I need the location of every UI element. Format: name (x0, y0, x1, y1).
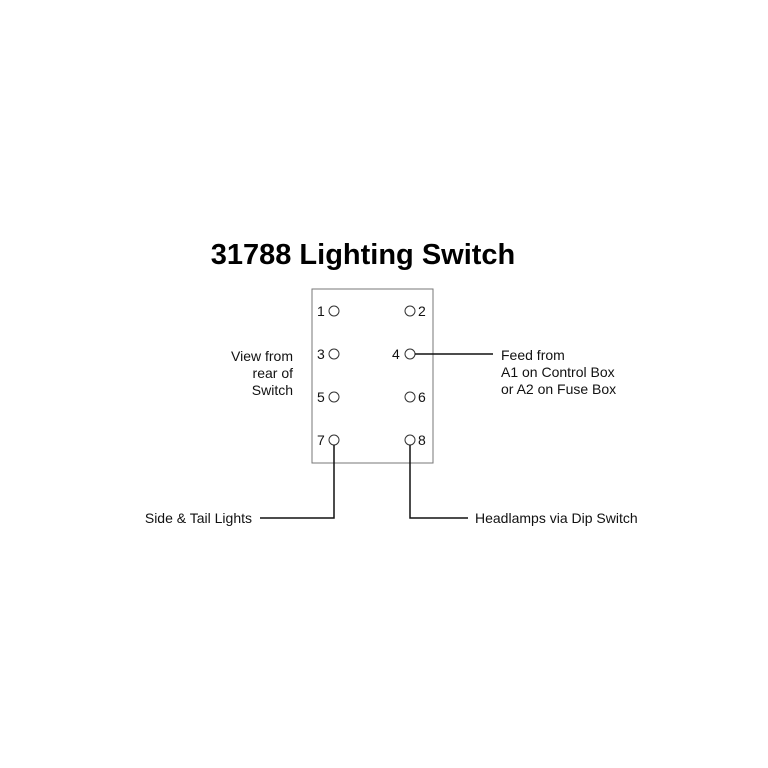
terminal-8 (404, 434, 416, 446)
terminal-2 (404, 305, 416, 317)
wires (260, 353, 493, 519)
headlamps-label: Headlamps via Dip Switch (475, 510, 638, 526)
terminal-label-7: 7 (317, 432, 325, 448)
feed-label: Feed from A1 on Control Box or A2 on Fus… (501, 347, 616, 397)
view-label-line: View from (231, 348, 293, 364)
terminal-3 (328, 348, 340, 360)
headlamp-wire (409, 445, 468, 519)
switch-body (311, 288, 434, 464)
terminal-label-8: 8 (418, 432, 426, 448)
terminal-label-4: 4 (392, 346, 400, 362)
view-label-line: Switch (252, 382, 293, 398)
terminal-4 (404, 348, 416, 360)
terminal-label-1: 1 (317, 303, 325, 319)
terminal-label-3: 3 (317, 346, 325, 362)
terminal-1 (328, 305, 340, 317)
view-label-line: rear of (253, 365, 294, 381)
diagram-title: 31788 Lighting Switch (211, 239, 516, 271)
feed-label-line: A1 on Control Box (501, 364, 615, 380)
terminal-numbers: 1 2 3 4 5 6 7 8 (317, 303, 426, 448)
terminal-6 (404, 391, 416, 403)
terminal-label-5: 5 (317, 389, 325, 405)
terminal-label-2: 2 (418, 303, 426, 319)
terminals (328, 305, 416, 446)
terminal-label-6: 6 (418, 389, 426, 405)
side-tail-wire (260, 445, 335, 519)
side-tail-label: Side & Tail Lights (145, 510, 252, 526)
terminal-5 (328, 391, 340, 403)
terminal-7 (328, 434, 340, 446)
view-label: View from rear of Switch (231, 348, 293, 398)
feed-label-line: or A2 on Fuse Box (501, 381, 616, 397)
feed-label-line: Feed from (501, 347, 565, 363)
